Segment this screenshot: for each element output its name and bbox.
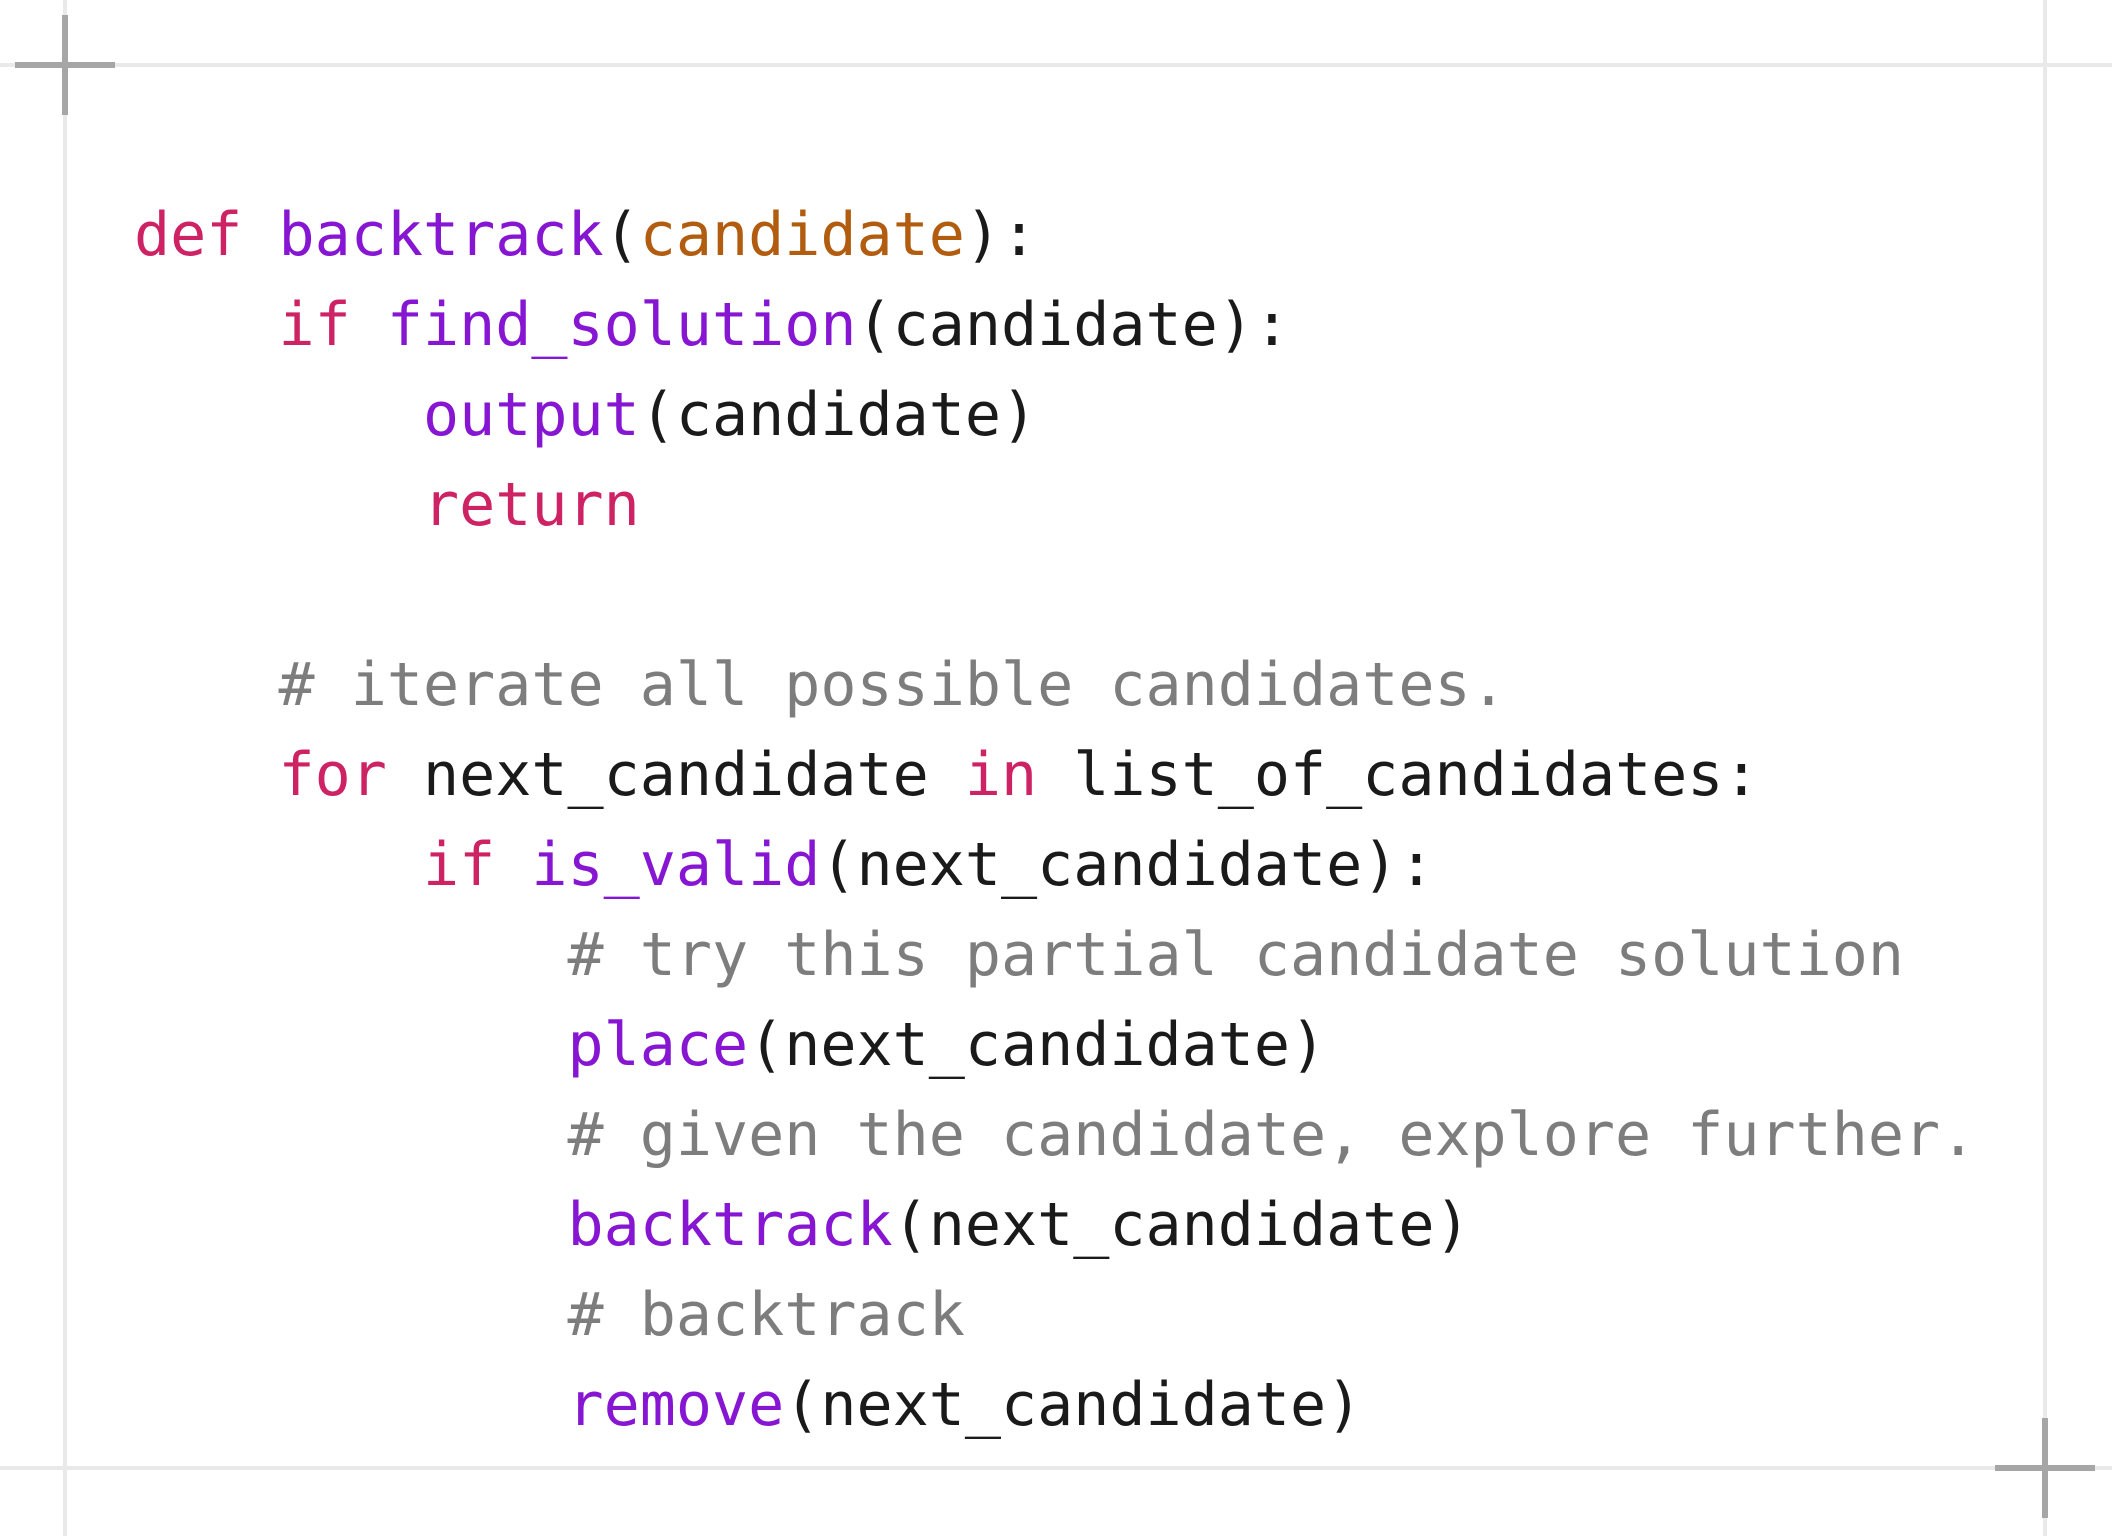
code-token <box>134 1190 567 1260</box>
code-token <box>134 650 279 720</box>
code-token <box>351 290 387 360</box>
code-token: return <box>422 470 640 540</box>
code-line <box>134 550 1976 640</box>
code-token: backtrack <box>567 1190 893 1260</box>
code-line: # backtrack <box>134 1270 1976 1360</box>
code-token: next_candidate <box>386 740 965 810</box>
code-token: output <box>422 380 640 450</box>
code-token: list_of_candidates: <box>1037 740 1760 810</box>
code-line: for next_candidate in list_of_candidates… <box>134 730 1976 820</box>
code-line: return <box>134 460 1976 550</box>
code-line: backtrack(next_candidate) <box>134 1180 1976 1270</box>
code-token: in <box>964 740 1038 810</box>
code-token: (next_candidate) <box>748 1010 1327 1080</box>
code-token: # iterate all possible candidates. <box>278 650 1507 720</box>
code-token: # try this partial candidate solution <box>567 920 1905 990</box>
code-token <box>134 1370 567 1440</box>
code-block: def backtrack(candidate): if find_soluti… <box>134 190 1976 1450</box>
code-token: (candidate): <box>856 290 1290 360</box>
code-token <box>134 470 423 540</box>
code-token <box>495 830 531 900</box>
code-token: backtrack <box>278 200 604 270</box>
code-line: output(candidate) <box>134 370 1976 460</box>
code-line: if is_valid(next_candidate): <box>134 820 1976 910</box>
code-token: (candidate) <box>639 380 1038 450</box>
code-token: if <box>422 830 496 900</box>
code-line: def backtrack(candidate): <box>134 190 1976 280</box>
code-token: # backtrack <box>567 1280 965 1350</box>
code-line: place(next_candidate) <box>134 1000 1976 1090</box>
code-token: (next_candidate): <box>820 830 1435 900</box>
code-line: if find_solution(candidate): <box>134 280 1976 370</box>
code-line: # iterate all possible candidates. <box>134 640 1976 730</box>
code-token <box>134 1100 567 1170</box>
frame-line-bottom <box>0 1466 2112 1470</box>
code-token: # given the candidate, explore further. <box>567 1100 1977 1170</box>
code-token <box>134 830 423 900</box>
code-token: is_valid <box>531 830 821 900</box>
frame-line-top <box>0 63 2112 67</box>
code-token: remove <box>567 1370 785 1440</box>
code-token <box>134 920 567 990</box>
code-token: ( <box>603 200 640 270</box>
crosshair-bottom-right-icon <box>1995 1418 2095 1518</box>
code-line: remove(next_candidate) <box>134 1360 1976 1450</box>
crosshair-vertical-bar <box>2042 1418 2048 1518</box>
code-token: candidate <box>639 200 965 270</box>
crosshair-vertical-bar <box>62 15 68 115</box>
code-line: # try this partial candidate solution <box>134 910 1976 1000</box>
code-line: # given the candidate, explore further. <box>134 1090 1976 1180</box>
code-token <box>134 1010 567 1080</box>
code-token: ): <box>964 200 1038 270</box>
code-token <box>134 740 279 810</box>
code-token: (next_candidate) <box>892 1190 1471 1260</box>
code-token: (next_candidate) <box>784 1370 1363 1440</box>
code-token <box>242 200 278 270</box>
frame-line-right <box>2043 0 2047 1536</box>
code-token: if <box>278 290 351 360</box>
code-token: for <box>278 740 387 810</box>
code-token: def <box>134 200 243 270</box>
code-token <box>134 380 423 450</box>
code-token <box>134 290 279 360</box>
code-token <box>134 1280 567 1350</box>
code-token: place <box>567 1010 749 1080</box>
frame-line-left <box>63 0 67 1536</box>
crosshair-top-left-icon <box>15 15 115 115</box>
code-token: find_solution <box>386 290 857 360</box>
